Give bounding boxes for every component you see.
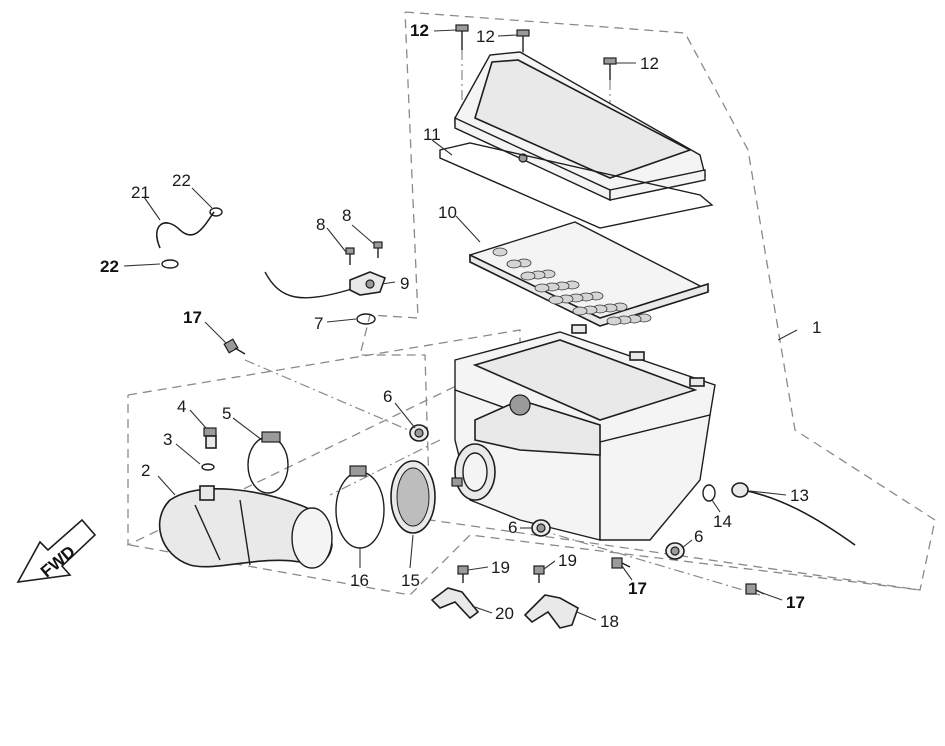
mesh-screen <box>390 460 436 534</box>
callout-9: 9 <box>400 274 409 293</box>
callout-1: 1 <box>812 318 821 337</box>
callout-18: 18 <box>600 612 619 631</box>
screw-8-b <box>373 241 383 258</box>
callout-14: 14 <box>713 512 732 531</box>
filter-cell <box>492 247 508 257</box>
center-line-bottom <box>539 529 761 596</box>
screw-12-c <box>603 57 617 80</box>
drain-hose <box>731 482 856 546</box>
callout-7: 7 <box>314 314 323 333</box>
leader-lines <box>123 29 798 621</box>
clamp-22-b <box>161 259 179 269</box>
callout-15: 15 <box>401 571 420 590</box>
fwd-arrow: FWD <box>16 518 97 584</box>
filter-cell <box>506 259 522 269</box>
cover-seal <box>439 142 714 229</box>
callout-22-a: 22 <box>172 171 191 190</box>
callout-6-a: 6 <box>383 387 392 406</box>
screw-8-a <box>345 247 355 265</box>
bolt-19-a <box>457 565 469 583</box>
screw-12-a <box>455 24 469 50</box>
callout-6-c: 6 <box>694 527 703 546</box>
callout-19-b: 19 <box>558 551 577 570</box>
callout-12-a: 12 <box>410 21 429 40</box>
grommet-6-b <box>531 519 551 537</box>
callout-21: 21 <box>131 183 150 202</box>
callout-12-b: 12 <box>476 27 495 46</box>
callout-17-b: 17 <box>628 579 647 598</box>
bolt-17-a <box>223 338 246 355</box>
bracket-18 <box>523 594 579 629</box>
clamp-22-a <box>209 207 223 217</box>
intake-duct <box>158 485 333 569</box>
callout-3: 3 <box>163 430 172 449</box>
callout-2: 2 <box>141 461 150 480</box>
callout-12-c: 12 <box>640 54 659 73</box>
callout-20: 20 <box>495 604 514 623</box>
grommet-6-c <box>665 542 685 560</box>
o-ring-7 <box>356 313 376 325</box>
callout-8-a: 8 <box>316 215 325 234</box>
sensor-9 <box>264 271 387 299</box>
filter-cell <box>534 283 550 293</box>
callout-22-b: 22 <box>100 257 119 276</box>
filter-cell <box>548 295 564 305</box>
callout-8-b: 8 <box>342 206 351 225</box>
callout-5: 5 <box>222 404 231 423</box>
callout-16: 16 <box>350 571 369 590</box>
center-line-bolt-17 <box>244 359 421 436</box>
center-line-inlet <box>329 439 441 496</box>
clamp-5 <box>247 431 289 494</box>
filter-pattern <box>492 247 652 326</box>
callout-19-a: 19 <box>491 558 510 577</box>
filter-cell <box>606 316 622 326</box>
o-ring-3 <box>201 463 215 471</box>
callout-10: 10 <box>438 203 457 222</box>
filter-cell <box>572 306 588 316</box>
fitting-4 <box>203 427 217 449</box>
bracket-20 <box>430 587 480 620</box>
bolt-17-b <box>611 557 631 569</box>
callout-6-b: 6 <box>508 518 517 537</box>
callout-17-a: 17 <box>183 308 202 327</box>
callout-labels: 1 2 3 4 5 6 6 6 7 8 8 9 10 11 12 12 12 1… <box>100 21 821 631</box>
hose-clamp-14 <box>702 484 716 502</box>
airbox-inlet <box>451 443 496 501</box>
callout-13: 13 <box>790 486 809 505</box>
screw-12-b <box>516 29 530 52</box>
airbox-cover <box>454 51 706 202</box>
callout-11: 11 <box>423 125 441 144</box>
breather-hose <box>156 211 215 249</box>
clamp-16 <box>335 465 385 549</box>
bracket-boundary <box>129 534 921 596</box>
filter-element <box>469 221 710 327</box>
callout-4: 4 <box>177 397 186 416</box>
grommet-6-a <box>409 424 429 442</box>
filter-cell <box>520 271 536 281</box>
callout-17-c: 17 <box>786 593 805 612</box>
airbox-body <box>454 324 716 541</box>
upper-assembly-boundary <box>359 11 936 591</box>
bolt-19-b <box>533 565 545 583</box>
